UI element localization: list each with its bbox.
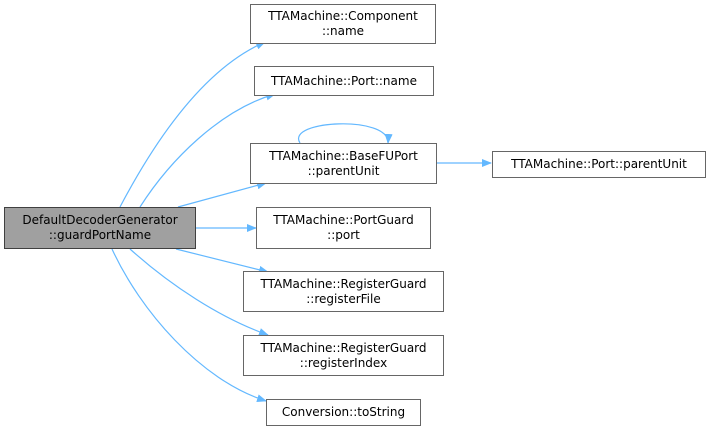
edge-to-component-name (119, 41, 266, 208)
node-basefuport-parentunit-line2: ::parentUnit (307, 163, 380, 178)
node-port-parentunit[interactable]: TTAMachine::Port::parentUnit (492, 151, 706, 178)
edge-to-port-name (139, 92, 276, 208)
root-node-line1: DefaultDecoderGenerator (22, 213, 178, 227)
node-portguard-port-line1: TTAMachine::PortGuard (273, 213, 414, 227)
node-basefuport-parentunit-line1: TTAMachine::BaseFUPort (269, 148, 418, 163)
node-component-name-line2: ::name (321, 24, 365, 38)
edge-self-loop-basefuport (297, 123, 393, 144)
node-registerguard-registerindex-line2: ::registerIndex (299, 355, 388, 370)
edge-to-registerguard-registerindex (129, 248, 269, 336)
node-portguard-port[interactable]: TTAMachine::PortGuard ::port (256, 207, 431, 249)
node-conversion-tostring[interactable]: Conversion::toString (266, 399, 421, 426)
node-registerguard-registerindex-line1: TTAMachine::RegisterGuard (260, 340, 427, 355)
node-registerguard-registerindex[interactable]: TTAMachine::RegisterGuard ::registerInde… (243, 335, 444, 376)
edge-to-registerguard-registerfile (175, 248, 269, 274)
edge-to-basefuport-parentunit (177, 181, 267, 208)
node-port-name[interactable]: TTAMachine::Port::name (254, 66, 434, 96)
node-basefuport-parentunit[interactable]: TTAMachine::BaseFUPort ::parentUnit (250, 143, 437, 184)
node-component-name-line1: TTAMachine::Component (268, 9, 418, 23)
node-port-name-line1: TTAMachine::Port::name (271, 73, 417, 88)
root-node-guardportname[interactable]: DefaultDecoderGenerator ::guardPortName (4, 207, 196, 249)
node-registerguard-registerfile[interactable]: TTAMachine::RegisterGuard ::registerFile (243, 271, 444, 312)
node-component-name[interactable]: TTAMachine::Component ::name (250, 4, 436, 44)
node-conversion-tostring-line1: Conversion::toString (281, 405, 406, 419)
edge-to-conversion-tostring (111, 248, 267, 403)
node-port-parentunit-line1: TTAMachine::Port::parentUnit (511, 157, 687, 171)
node-registerguard-registerfile-line2: ::registerFile (306, 291, 381, 306)
root-node-line2: ::guardPortName (48, 228, 152, 242)
node-portguard-port-line2: ::port (327, 228, 360, 242)
node-registerguard-registerfile-line1: TTAMachine::RegisterGuard (260, 276, 427, 291)
